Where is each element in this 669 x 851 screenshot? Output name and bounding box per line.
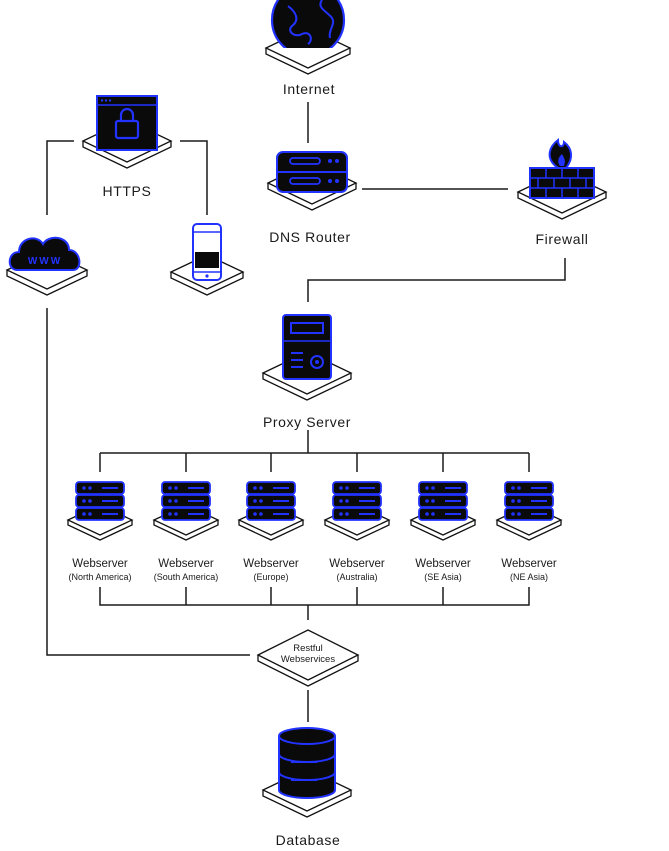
proxy-server-label: Proxy Server xyxy=(263,414,351,430)
database-icon xyxy=(278,727,336,799)
lock-window-icon xyxy=(96,95,158,151)
https-label: HTTPS xyxy=(103,183,152,199)
connector-https-cloud xyxy=(46,140,74,215)
dns-router-label: DNS Router xyxy=(269,229,350,245)
server-rack-icon xyxy=(161,481,211,521)
database-node[interactable] xyxy=(261,727,353,818)
webserver-label: Webserver xyxy=(72,558,128,570)
proxy-server-node[interactable] xyxy=(261,314,353,401)
svg-text:WWW: WWW xyxy=(28,256,62,267)
firewall-icon xyxy=(529,137,595,199)
webserver-region: (Australia) xyxy=(336,572,377,582)
webserver-region: (SE Asia) xyxy=(424,572,462,582)
proxy-server-icon xyxy=(282,314,332,380)
connectors xyxy=(46,102,566,722)
webserver-label: Webserver xyxy=(329,558,385,570)
restful-label-line2: Webservices xyxy=(281,654,335,665)
webserver-node[interactable] xyxy=(152,481,220,541)
mobile-phone-icon xyxy=(192,223,222,281)
connector-https-mobile xyxy=(180,140,208,215)
globe-icon xyxy=(270,0,346,48)
webserver-region: (North America) xyxy=(68,572,131,582)
database-label: Database xyxy=(276,832,341,848)
server-rack-icon xyxy=(75,481,125,521)
webserver-bottom-bus xyxy=(99,587,530,606)
server-rack-icon xyxy=(418,481,468,521)
firewall-label: Firewall xyxy=(535,231,588,247)
webserver-label: Webserver xyxy=(158,558,214,570)
internet-node[interactable] xyxy=(264,0,352,75)
firewall-node[interactable] xyxy=(516,137,608,220)
webserver-node[interactable] xyxy=(66,481,134,541)
server-rack-icon xyxy=(246,481,296,521)
webserver-label: Webserver xyxy=(501,558,557,570)
server-rack-icon xyxy=(332,481,382,521)
www-cloud-icon: WWW xyxy=(8,236,81,271)
webserver-label: Webserver xyxy=(415,558,471,570)
webserver-label: Webserver xyxy=(243,558,299,570)
restful-webservices-node[interactable] xyxy=(256,629,360,687)
mobile-node[interactable] xyxy=(169,223,245,296)
webserver-region: (NE Asia) xyxy=(510,572,548,582)
https-node[interactable] xyxy=(81,95,173,169)
www-cloud-node[interactable]: WWW xyxy=(5,236,89,296)
webserver-region: (South America) xyxy=(154,572,219,582)
webserver-node[interactable] xyxy=(409,481,477,541)
restful-label-line1: Restful xyxy=(293,643,323,654)
webserver-node[interactable] xyxy=(237,481,305,541)
internet-label: Internet xyxy=(283,81,335,97)
webserver-node[interactable] xyxy=(323,481,391,541)
connector-firewall-proxy xyxy=(307,258,566,302)
webserver-node[interactable] xyxy=(495,481,563,541)
router-icon xyxy=(276,151,348,193)
webserver-region: (Europe) xyxy=(253,572,288,582)
dns-router-node[interactable] xyxy=(266,151,358,211)
webserver-group: Webserver (North America) Webserver (South … xyxy=(66,481,563,582)
server-rack-icon xyxy=(504,481,554,521)
connector-cloud-restful xyxy=(46,308,250,656)
